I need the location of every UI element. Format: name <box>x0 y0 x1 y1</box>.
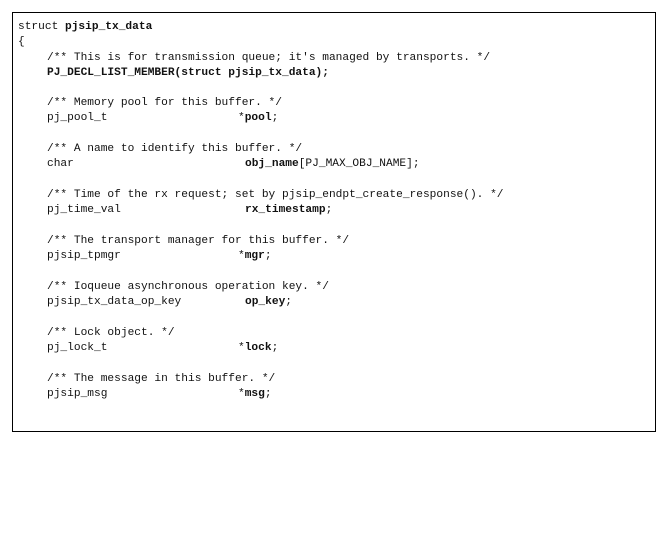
field-decl-op-key: pjsip_tx_data_op_key <box>47 295 181 310</box>
field-decl-obj-name: char <box>47 157 74 172</box>
field-suffix: ; <box>271 112 279 124</box>
field-comment: /** Time of the rx request; set by pjsip… <box>47 189 504 201</box>
struct-name: pjsip_tx_data <box>65 21 153 33</box>
field-decl-mgr: pjsip_tpmgr <box>47 249 121 264</box>
field-prefix: * <box>238 388 245 400</box>
field-decl-pool: pj_pool_t <box>47 111 107 126</box>
field-prefix: * <box>238 342 245 354</box>
field-prefix: * <box>238 250 245 262</box>
field-decl-rx-timestamp: pj_time_val <box>47 203 121 218</box>
field-type: pj_pool_t <box>47 112 108 124</box>
field-comment: /** Ioqueue asynchronous operation key. … <box>47 281 329 293</box>
field-type: pj_lock_t <box>47 342 108 354</box>
field-decl-mgr-name: *mgr; <box>238 249 272 264</box>
field-suffix: ; <box>325 204 333 216</box>
field-type: pj_time_val <box>47 204 121 216</box>
field-decl-obj-name-name: obj_name[PJ_MAX_OBJ_NAME]; <box>245 157 420 172</box>
field-comment: /** Lock object. */ <box>47 327 175 339</box>
struct-keyword: struct <box>18 21 65 33</box>
field-comment: /** The message in this buffer. */ <box>47 373 276 385</box>
field-type: pjsip_tx_data_op_key <box>47 296 182 308</box>
field-name: rx_timestamp <box>245 204 326 216</box>
field-decl-pool-name: *pool; <box>238 111 278 126</box>
field-decl-op-key-name: op_key; <box>245 295 292 310</box>
field-type: char <box>47 158 74 170</box>
field-prefix: * <box>238 112 245 124</box>
field-comment: /** A name to identify this buffer. */ <box>47 143 303 155</box>
open-brace-line: { <box>18 35 25 50</box>
field-type: pjsip_msg <box>47 388 108 400</box>
open-brace: { <box>18 36 25 48</box>
field-decl-msg: pjsip_msg <box>47 387 107 402</box>
field-decl-lock-name: *lock; <box>238 341 278 356</box>
field-name: obj_name <box>245 158 299 170</box>
field-suffix: ; <box>264 250 272 262</box>
field-name: op_key <box>245 296 286 308</box>
field-decl-msg-name: *msg; <box>238 387 272 402</box>
field-name: lock <box>244 342 272 354</box>
field-decl-lock: pj_lock_t <box>47 341 107 356</box>
field-suffix: ; <box>264 388 272 400</box>
field-decl-rx-timestamp-name: rx_timestamp; <box>245 203 332 218</box>
field-suffix: [PJ_MAX_OBJ_NAME]; <box>298 158 420 170</box>
code-listing: struct pjsip_tx_data { /** This is for t… <box>18 20 504 560</box>
field-name: mgr <box>244 250 265 262</box>
code-listing-box: struct pjsip_tx_data { /** This is for t… <box>12 12 656 432</box>
field-comment: /** The transport manager for this buffe… <box>47 235 350 247</box>
field-name: pool <box>244 112 272 124</box>
struct-header-line: struct pjsip_tx_data <box>18 20 152 35</box>
field-comment: /** Memory pool for this buffer. */ <box>47 97 282 109</box>
list-member-decl: PJ_DECL_LIST_MEMBER(struct pjsip_tx_data… <box>47 67 329 79</box>
field-suffix: ; <box>271 342 279 354</box>
field-comment: /** This is for transmission queue; it's… <box>47 52 491 64</box>
field-name: msg <box>244 388 265 400</box>
field-type: pjsip_tpmgr <box>47 250 121 262</box>
field-suffix: ; <box>285 296 293 308</box>
